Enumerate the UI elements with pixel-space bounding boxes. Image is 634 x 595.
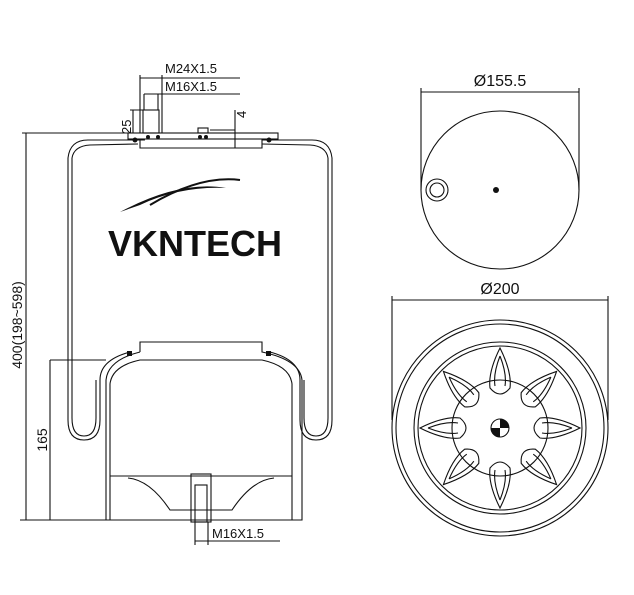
height-range-label: 400(198~598)	[9, 281, 25, 369]
rib	[520, 448, 558, 486]
rib	[520, 370, 558, 408]
stud-height-label: 25	[119, 120, 134, 134]
top-stud-thread-label: M16X1.5	[165, 79, 217, 94]
rib	[533, 417, 582, 439]
piston-height-label: 165	[34, 428, 50, 452]
top-view: Ø155.5	[420, 73, 580, 270]
logo-text: VKNTECH	[108, 223, 282, 264]
piston	[105, 341, 303, 521]
top-plate-circle	[420, 110, 580, 270]
vkntech-logo: VKNTECH	[108, 178, 282, 264]
bottom-view: Ø200	[391, 281, 609, 537]
rib	[442, 448, 480, 486]
top-diameter-label: Ø155.5	[474, 73, 527, 90]
rib	[442, 370, 480, 408]
top-port-thread-label: M24X1.5	[165, 61, 217, 76]
rib	[489, 461, 511, 510]
side-view: M24X1.5 M16X1.5 25 4 VKNTECH M16X1.5 400…	[9, 61, 333, 545]
rib	[418, 417, 467, 439]
rib	[489, 346, 511, 395]
bottom-diameter-label: Ø200	[480, 281, 519, 298]
piston-ribs	[418, 346, 582, 510]
offset-label: 4	[234, 111, 249, 118]
bottom-stud-thread-label: M16X1.5	[212, 526, 264, 541]
